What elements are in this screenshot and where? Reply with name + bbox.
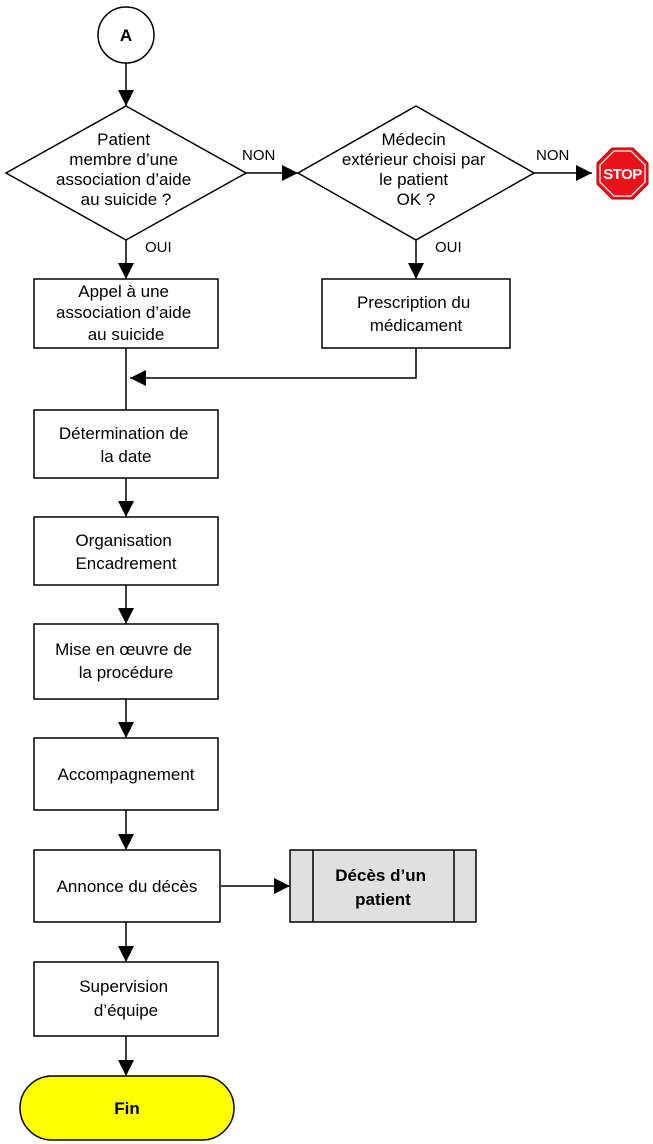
decision-medecin-line-2: extérieur choisi par bbox=[342, 150, 486, 169]
process-date-line-1: Détermination de bbox=[59, 424, 188, 443]
edge-label-medecin-oui: OUI bbox=[435, 239, 462, 256]
end-label: Fin bbox=[114, 1099, 140, 1118]
start-connector: A bbox=[97, 6, 155, 64]
decision-membre-line-3: association d’aide bbox=[56, 170, 191, 189]
stop-sign-icon: STOP bbox=[596, 147, 649, 200]
subprocess-deces-line-1: Décès d’un bbox=[335, 866, 426, 885]
svg-text:Décès d’un patient: Décès d’un patient bbox=[335, 866, 430, 909]
process-organisation: Organisation Encadrement bbox=[33, 516, 219, 586]
decision-medecin: Médecin extérieur choisi par le patient … bbox=[296, 105, 536, 241]
svg-text:Patient membre d’une: Patient membre d’une association d’aide … bbox=[56, 130, 196, 209]
svg-text:Mise en œuvre de la proc: Mise en œuvre de la procédure bbox=[55, 640, 197, 682]
edge-prescription-merge bbox=[130, 348, 417, 386]
subprocess-deces: Décès d’un patient bbox=[289, 849, 477, 923]
svg-text:Supervision d’équipe: Supervision d’équipe bbox=[79, 977, 173, 1020]
svg-text:Médecin extérieur choisi: Médecin extérieur choisi par le patient … bbox=[342, 130, 490, 209]
svg-text:Détermination de la date: Détermination de la date bbox=[59, 424, 193, 466]
edge-label-medecin-non: NON bbox=[536, 147, 569, 164]
process-organisation-line-2: Encadrement bbox=[75, 554, 176, 573]
subprocess-deces-line-2: patient bbox=[355, 890, 411, 909]
svg-text:Organisation Encadrement: Organisation Encadrement bbox=[75, 531, 176, 573]
svg-text:Accompagnement: Accompagnement bbox=[57, 765, 194, 784]
process-procedure-line-2: la procédure bbox=[79, 663, 174, 682]
svg-text:Prescription du médicame: Prescription du médicament bbox=[357, 293, 475, 335]
decision-membre: Patient membre d’une association d’aide … bbox=[4, 105, 248, 241]
end-terminator: Fin bbox=[19, 1075, 235, 1141]
process-prescription: Prescription du médicament bbox=[321, 278, 511, 349]
stop-sign-octagon bbox=[596, 147, 649, 200]
process-date: Détermination de la date bbox=[33, 409, 219, 479]
decision-medecin-line-4: OK ? bbox=[397, 190, 436, 209]
process-organisation-line-1: Organisation bbox=[75, 531, 171, 550]
decision-membre-line-1: Patient bbox=[97, 130, 150, 149]
process-supervision-line-1: Supervision bbox=[79, 977, 168, 996]
start-label: A bbox=[120, 26, 132, 45]
edge-label-membre-oui: OUI bbox=[145, 239, 172, 256]
stop-label: STOP bbox=[603, 166, 642, 183]
decision-medecin-line-3: le patient bbox=[379, 170, 448, 189]
process-appel-line-2: association d’aide bbox=[56, 303, 191, 322]
process-procedure-line-1: Mise en œuvre de bbox=[55, 640, 192, 659]
process-accompagnement-line-1: Accompagnement bbox=[57, 765, 194, 784]
process-date-line-2: la date bbox=[100, 447, 151, 466]
decision-membre-line-2: membre d’une bbox=[69, 150, 178, 169]
process-procedure: Mise en œuvre de la procédure bbox=[33, 623, 219, 700]
process-accompagnement: Accompagnement bbox=[33, 737, 219, 811]
decision-medecin-line-1: Médecin bbox=[382, 130, 446, 149]
svg-text:Annonce du décès: Annonce du décès bbox=[57, 877, 198, 896]
process-annonce-line-1: Annonce du décès bbox=[57, 877, 198, 896]
process-appel-line-1: Appel à une bbox=[78, 282, 169, 301]
svg-text:Appel à une association: Appel à une association d’aide au suicid… bbox=[56, 282, 196, 344]
decision-membre-line-4: au suicide ? bbox=[81, 190, 172, 209]
process-supervision: Supervision d’équipe bbox=[33, 961, 219, 1037]
process-prescription-line-2: médicament bbox=[370, 316, 463, 335]
process-prescription-line-1: Prescription du bbox=[357, 293, 470, 312]
process-appel: Appel à une association d’aide au suicid… bbox=[33, 278, 219, 349]
process-appel-line-3: au suicide bbox=[88, 325, 165, 344]
edge-label-membre-non: NON bbox=[242, 147, 275, 164]
process-annonce: Annonce du décès bbox=[33, 849, 221, 923]
process-supervision-line-2: d’équipe bbox=[94, 1001, 158, 1020]
